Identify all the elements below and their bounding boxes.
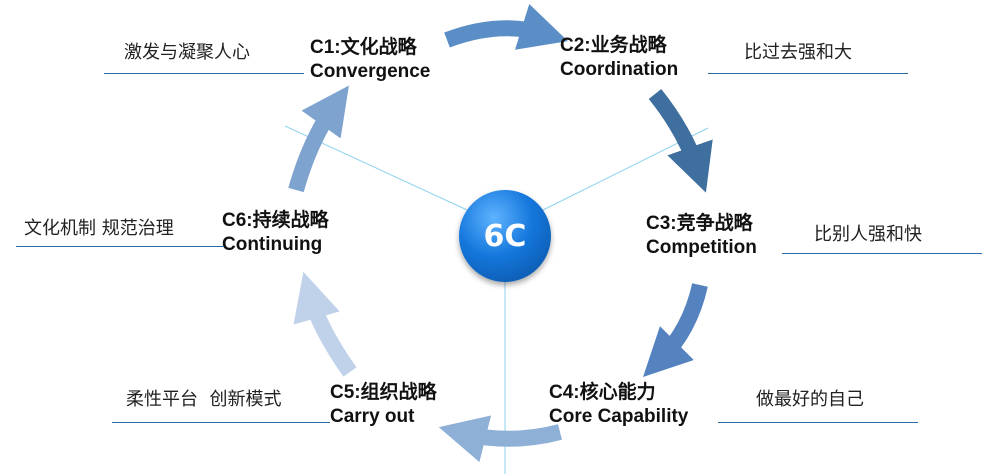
underline-c5 — [112, 422, 330, 423]
node-c4-code: C4:核心能力 — [549, 382, 656, 403]
arrow-c2-to-c3 — [648, 88, 713, 193]
node-c6: C6:持续战略 Continuing — [222, 209, 329, 257]
node-c6-en: Continuing — [222, 234, 323, 255]
note-c5: 柔性平台 创新模式 — [126, 389, 282, 410]
node-c5-code: C5:组织战略 — [330, 382, 437, 403]
underline-c6 — [16, 246, 224, 247]
node-c1-en: Convergence — [310, 61, 431, 82]
underline-c4 — [718, 422, 918, 423]
node-c1: C1:文化战略 Convergence — [310, 36, 430, 84]
node-c4-en: Core Capability — [549, 406, 689, 427]
node-c2-en: Coordination — [560, 59, 679, 80]
note-c1: 激发与凝聚人心 — [124, 42, 250, 63]
arrow-c1-to-c2 — [444, 3, 568, 50]
arrow-c5-to-c6 — [293, 271, 357, 377]
arrow-c3-to-c4 — [643, 283, 708, 377]
note-c2: 比过去强和大 — [744, 42, 852, 63]
node-c5: C5:组织战略 Carry out — [330, 381, 437, 429]
center-label: 6C — [483, 218, 527, 254]
node-c6-code: C6:持续战略 — [222, 210, 329, 231]
node-c1-code: C1:文化战略 — [310, 37, 417, 58]
underline-c2 — [708, 73, 908, 74]
center-6c-circle: 6C — [459, 190, 551, 282]
note-c4: 做最好的自己 — [756, 389, 864, 410]
underline-c3 — [782, 253, 982, 254]
node-c3-code: C3:竞争战略 — [646, 213, 753, 234]
node-c3: C3:竞争战略 Competition — [646, 212, 757, 260]
underline-c1 — [104, 73, 304, 74]
note-c3: 比别人强和快 — [814, 224, 922, 245]
arrow-c4-to-c5 — [438, 415, 563, 463]
node-c5-en: Carry out — [330, 406, 415, 427]
node-c4: C4:核心能力 Core Capability — [549, 381, 688, 429]
node-c3-en: Competition — [646, 237, 757, 258]
node-c2-code: C2:业务战略 — [560, 35, 667, 56]
arrow-c6-to-c1 — [288, 85, 349, 193]
note-c6: 文化机制 规范治理 — [24, 218, 174, 239]
node-c2: C2:业务战略 Coordination — [560, 34, 678, 82]
